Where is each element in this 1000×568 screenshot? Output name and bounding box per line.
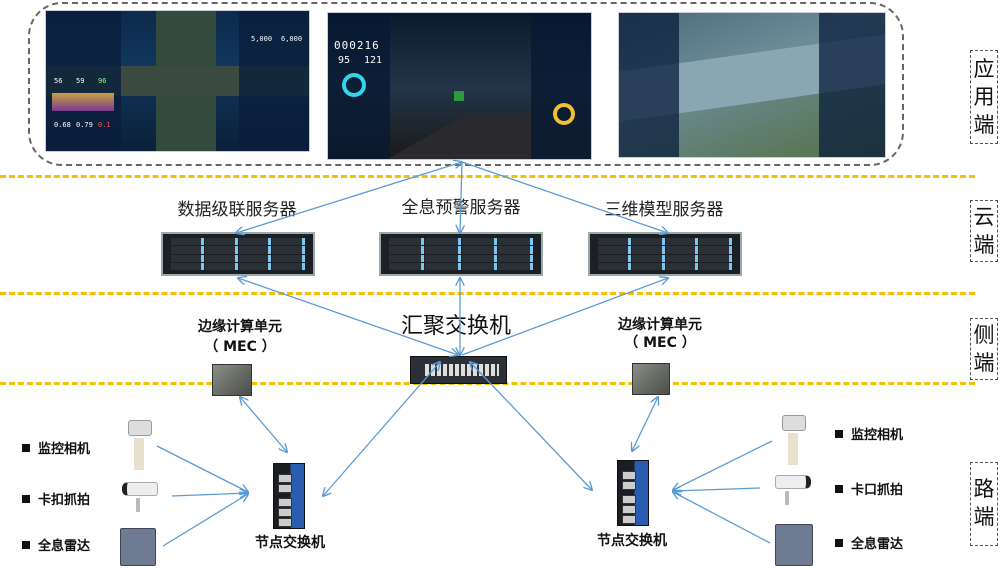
mec-device-icon	[212, 364, 252, 396]
device-label-text: 全息雷达	[851, 537, 904, 552]
bullet-camera-icon	[122, 482, 158, 514]
metric: 6,000	[281, 35, 303, 43]
divider-app-cloud	[0, 175, 975, 178]
metric: 96	[98, 77, 107, 85]
link-camera-left	[156, 445, 248, 492]
metric: 5,000	[251, 35, 273, 43]
metric: 59	[76, 77, 85, 85]
counter: 000216	[334, 39, 380, 52]
link-camera-right	[673, 440, 773, 490]
metric: 0.79	[76, 121, 93, 129]
device-label-text: 全息雷达	[38, 539, 91, 554]
device-label: 全息雷达	[835, 533, 903, 552]
layer-label-cloud: 云端	[970, 200, 998, 262]
device-label: 监控相机	[835, 424, 903, 443]
link-server1-switch	[238, 278, 458, 355]
link-app-server2	[460, 161, 462, 233]
metric: 121	[364, 55, 383, 66]
device-label: 监控相机	[22, 438, 90, 457]
mec-device-icon	[632, 363, 670, 395]
layer-label-road: 路端	[970, 462, 998, 546]
node-switch-icon	[273, 463, 305, 529]
link-radar-right	[673, 492, 771, 544]
device-label: 全息雷达	[22, 535, 90, 554]
link-mec-left-node	[240, 397, 287, 452]
app-panel-intersection: 56 59 96 0.68 0.79 0.1 5,000 6,000	[45, 10, 310, 152]
radar-icon	[775, 524, 813, 566]
link-app-server1	[236, 162, 462, 233]
metric: 0.68	[54, 121, 71, 129]
app-panel-river-map	[618, 12, 886, 158]
link-switch-node-left	[323, 362, 440, 496]
node-switch-label: 节点交换机	[255, 535, 325, 551]
device-label: 卡扣抓拍	[22, 489, 90, 508]
link-radar-left	[162, 494, 248, 547]
device-label-text: 监控相机	[851, 428, 904, 443]
device-label-text: 卡口抓拍	[851, 483, 904, 498]
link-bullet-right	[673, 488, 761, 491]
server-icon	[161, 232, 315, 276]
surveillance-camera-icon	[782, 415, 806, 465]
layer-label-edge: 侧端	[970, 318, 998, 380]
node-switch-label: 节点交换机	[597, 533, 667, 549]
bullet-camera-icon	[775, 475, 811, 507]
mec-label: 边缘计算单元	[618, 317, 702, 333]
surveillance-camera-icon	[128, 420, 152, 470]
device-label-text: 卡扣抓拍	[38, 493, 91, 508]
device-label-text: 监控相机	[38, 442, 91, 457]
link-switch-node-right	[470, 362, 592, 490]
node-switch-icon	[617, 460, 649, 526]
app-layer-frame	[28, 2, 904, 166]
link-mec-right-node	[632, 397, 658, 451]
link-app-server3	[461, 161, 668, 233]
metric: 56	[54, 77, 63, 85]
server-icon	[588, 232, 742, 276]
server-label: 三维模型服务器	[604, 200, 724, 220]
link-server3-switch	[461, 278, 668, 356]
metric: 0.1	[98, 121, 111, 129]
link-bullet-left	[171, 493, 248, 496]
radar-icon	[120, 528, 156, 566]
metric: 95	[338, 55, 351, 66]
device-label: 卡口抓拍	[835, 479, 903, 498]
layer-label-app: 应用端	[970, 50, 998, 144]
divider-cloud-edge	[0, 292, 975, 295]
app-panel-tunnel: 000216 95 121	[327, 12, 592, 160]
mec-label: （ MEC ）	[624, 335, 696, 351]
